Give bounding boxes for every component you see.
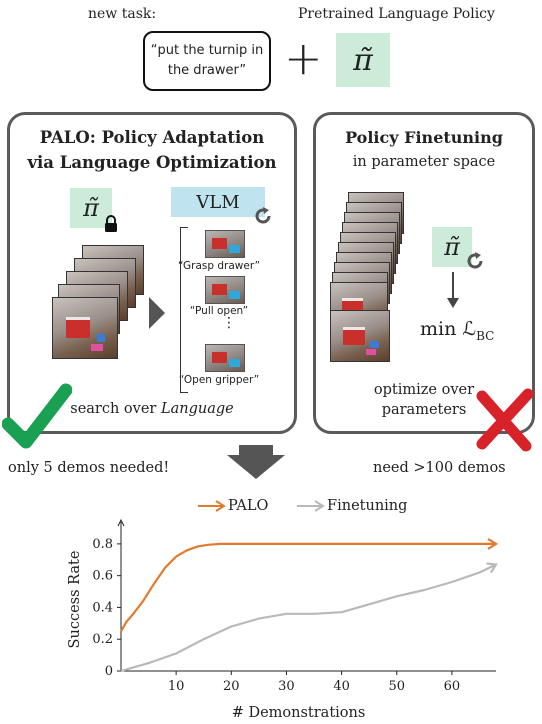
lock-icon [105,215,117,232]
refresh-icon [255,207,271,224]
y-axis-arrowhead [117,518,125,527]
refresh-icon [467,252,483,269]
palo-panel [7,112,297,434]
chart-legend: PALO Finetuning [196,498,429,517]
legend-finetuning-label: Finetuning [327,498,408,514]
ellipsis: ⋮ [222,315,236,331]
optimize-parameters-caption: optimize over parameters [313,380,535,420]
finetuning-subtitle: in parameter space [352,154,496,170]
search-prefix: search over [70,401,161,417]
bc-loss-main: min ℒ [420,318,477,340]
x-tick-label: 40 [333,679,350,694]
finetuned-policy-symbol: π̃ [432,227,472,267]
pretrained-policy-label: Pretrained Language Policy [298,6,495,22]
legend-palo-label: PALO [228,498,269,514]
subtask-thumbnail [205,276,245,304]
y-tick-label: 0.4 [92,600,113,615]
optimize-line1: optimize over [373,382,475,398]
search-word: Language [160,401,234,417]
palo-series-arrowhead [487,537,499,550]
vlm-label: VLM [196,191,240,213]
subtask-label: “Pull open” [189,305,249,317]
finetuning-panel [313,112,535,434]
new-task-label: new task: [88,6,157,22]
finetuning-demos-note: need >100 demos [373,460,506,476]
y-tick-label: 0.6 [92,569,113,584]
arrow-down-icon [227,445,285,479]
bc-loss: min ℒBC [420,318,494,343]
palo-title-line1: PALO: Policy Adaptation [39,128,265,147]
demo-frame [330,310,390,362]
finetuning-title-text: Policy Finetuning [345,128,503,147]
legend-finetuning: Finetuning [295,498,407,514]
optimize-line2: parameters [381,402,467,418]
x-axis-label: # Demonstrations [232,705,366,721]
cross-mark-icon [476,388,534,452]
x-tick-label: 10 [168,679,185,694]
subtask-label: “Open gripper” [178,374,260,386]
finetuning-title: Policy Finetuning in parameter space [313,125,535,175]
x-tick-label: 30 [278,679,295,694]
subtask-thumbnail [205,230,245,258]
subtask-thumbnail [205,344,245,372]
x-tick-label: 20 [223,679,240,694]
y-tick-label: 0 [105,664,113,679]
y-tick-label: 0.2 [92,632,113,647]
plus-icon: + [284,31,323,85]
check-mark-icon [2,383,72,449]
y-axis-label: Success Rate [67,551,83,649]
frozen-policy-symbol: π̃ [70,188,112,228]
subtask-label: “Grasp drawer” [177,260,261,272]
arrow-down-icon [447,272,459,308]
palo-title-line2: via Language Optimization [27,153,277,172]
x-tick-label: 60 [444,679,461,694]
legend-finetuning-swatch [297,500,325,512]
legend-palo-swatch [198,500,226,512]
x-tick-label: 50 [388,679,405,694]
subtask-bracket [180,227,188,393]
task-instruction-text: “put the turnip in the drawer” [150,43,264,78]
pretrained-policy-symbol: π̃ [336,33,390,87]
vlm-box: VLM [171,187,265,217]
bc-loss-subscript: BC [476,328,495,343]
finetuning-series-line [120,563,497,673]
demos-needed-note: only 5 demos needed! [8,460,170,476]
y-tick-label: 0.8 [92,537,113,552]
arrow-right-icon [149,297,165,329]
palo-title: PALO: Policy Adaptation via Language Opt… [7,125,297,175]
legend-palo: PALO [196,498,268,514]
demo-frame [52,297,118,359]
task-instruction-box: “put the turnip in the drawer” [143,31,271,91]
search-over-language-caption: search over Language [7,401,297,417]
palo-series-line [120,542,496,632]
finetuning-series-arrowhead [486,562,498,574]
